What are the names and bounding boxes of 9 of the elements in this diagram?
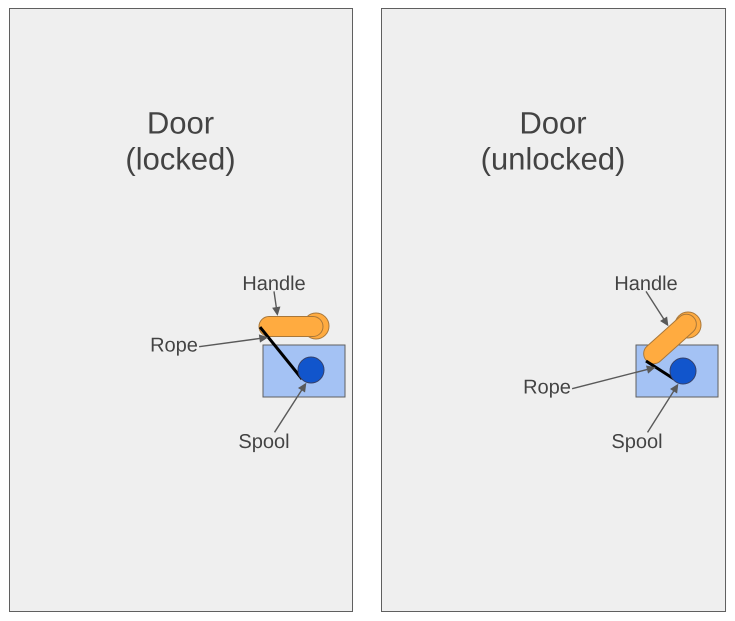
spool — [670, 358, 696, 384]
rope — [258, 326, 304, 380]
part-label: Spool — [612, 434, 662, 452]
part-label: Spool — [239, 434, 288, 452]
part-label: Handle — [616, 276, 677, 290]
part-label: Rope — [152, 338, 197, 356]
spool — [298, 356, 324, 384]
part-label: Rope — [524, 380, 570, 398]
part-label: Handle — [244, 276, 305, 290]
